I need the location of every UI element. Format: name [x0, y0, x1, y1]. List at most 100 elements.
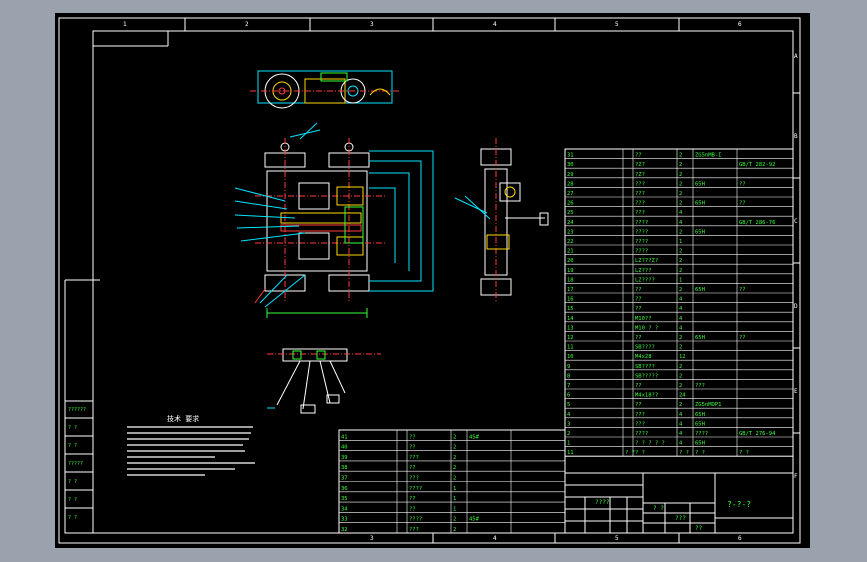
table-cell-qty: 2 — [679, 258, 682, 264]
table-cell-no: 25 — [567, 210, 574, 216]
table-cell-mat: 65H — [695, 412, 705, 418]
table-cell-name: ?? — [635, 335, 642, 341]
table-cell-no: 33 — [341, 517, 348, 523]
bottom-view[interactable] — [267, 348, 381, 414]
table-cell-qty: 24 — [679, 393, 686, 399]
table-cell-qty: 2 — [453, 434, 456, 440]
cad-viewport[interactable]: 1 2 3 4 5 6 3 4 5 6 A B C D E F — [55, 13, 810, 548]
table-row[interactable]: 39???2 — [341, 455, 456, 461]
table-cell-qty: 4 — [679, 431, 683, 437]
table-cell-qty: 1 — [679, 277, 682, 283]
table-row[interactable]: 16??4 — [567, 297, 683, 303]
table-row[interactable]: 38??2 — [341, 465, 456, 471]
side-view-top[interactable] — [250, 70, 400, 109]
table-cell-name: ? ? ? ? ? — [635, 441, 665, 447]
table-row[interactable]: 32???2 — [341, 527, 456, 533]
table-cell-name: ?? — [635, 383, 642, 389]
table-row[interactable]: 27???2 — [567, 191, 682, 197]
table-row[interactable]: 29?Z?2 — [567, 172, 682, 178]
table-cell-qty: 1 — [453, 506, 456, 512]
sign-a: ??? — [675, 515, 686, 522]
table-cell-name: LZ???? — [635, 277, 655, 283]
table-cell-name: ?Z? — [635, 172, 645, 178]
table-row[interactable]: 7??2??? — [567, 383, 705, 389]
table-cell-no: 11 — [567, 450, 574, 456]
table-row[interactable]: 40??2 — [341, 445, 456, 451]
front-view-main[interactable] — [234, 122, 434, 318]
technical-notes: 技术 要求 — [127, 414, 255, 476]
table-cell-no: 13 — [567, 325, 574, 331]
table-cell-no: 2 — [567, 431, 570, 437]
table-row[interactable]: 35??1 — [341, 496, 456, 502]
table-row[interactable]: 36????1 — [341, 486, 456, 492]
table-row[interactable]: 37???2 — [341, 476, 456, 482]
side-view-right[interactable] — [454, 138, 549, 303]
title-block[interactable] — [564, 472, 794, 534]
table-cell-no: 7 — [567, 383, 570, 389]
table-cell-no: 35 — [341, 496, 348, 502]
table-cell-no: 24 — [567, 220, 574, 226]
zone-bottom-3: 3 — [370, 535, 374, 542]
table-row[interactable]: 34??1 — [341, 506, 456, 512]
table-cell-qty: 2 — [679, 153, 682, 159]
table-row[interactable]: 22????1 — [567, 239, 682, 245]
cad-drawing-canvas[interactable]: 1 2 3 4 5 6 3 4 5 6 A B C D E F — [55, 13, 810, 548]
table-cell-name: ?? — [635, 402, 642, 408]
table-row[interactable]: 21????2 — [567, 249, 682, 255]
table-cell-qty: ? ? — [679, 450, 689, 456]
drawing-name: ?-?-? — [727, 500, 751, 509]
table-cell-no: 3 — [567, 421, 570, 427]
table-cell-qty: 2 — [679, 181, 682, 187]
stamp-cell: ? ? — [68, 443, 77, 449]
table-cell-mat: ZG5nMB-I — [695, 153, 722, 159]
table-cell-no: 39 — [341, 455, 348, 461]
table-cell-name: M10?? — [635, 316, 652, 322]
table-cell-name: M4x18?? — [635, 393, 658, 399]
table-cell-name: ???? — [635, 220, 648, 226]
table-cell-no: 17 — [567, 287, 574, 293]
table-row[interactable]: 11? ?? ?? ?? ?? ? — [567, 450, 749, 456]
table-row[interactable]: 2????4????GB/T 276-94 — [567, 431, 776, 437]
table-row[interactable]: 6 M4x18?? 24 — [567, 393, 686, 399]
table-cell-no: 14 — [567, 316, 574, 322]
table-cell-no: 6 — [567, 393, 570, 399]
table-cell-no: 11 — [567, 345, 574, 351]
table-cell-mat: 65H — [695, 441, 705, 447]
table-cell-name: LZ???Z? — [635, 258, 658, 264]
table-cell-qty: 2 — [679, 383, 682, 389]
table-cell-no: 22 — [567, 239, 574, 245]
table-row[interactable]: 25???4 — [567, 210, 683, 216]
table-row[interactable]: 15??4 — [567, 306, 683, 312]
table-cell-name: LZ??? — [635, 268, 652, 274]
sheet-label: ? ? — [653, 505, 664, 512]
zone-top-6: 6 — [738, 21, 742, 28]
table-cell-mat: 65H — [695, 287, 705, 293]
table-cell-no: 21 — [567, 249, 574, 255]
table-cell-name: ???? — [635, 239, 648, 245]
